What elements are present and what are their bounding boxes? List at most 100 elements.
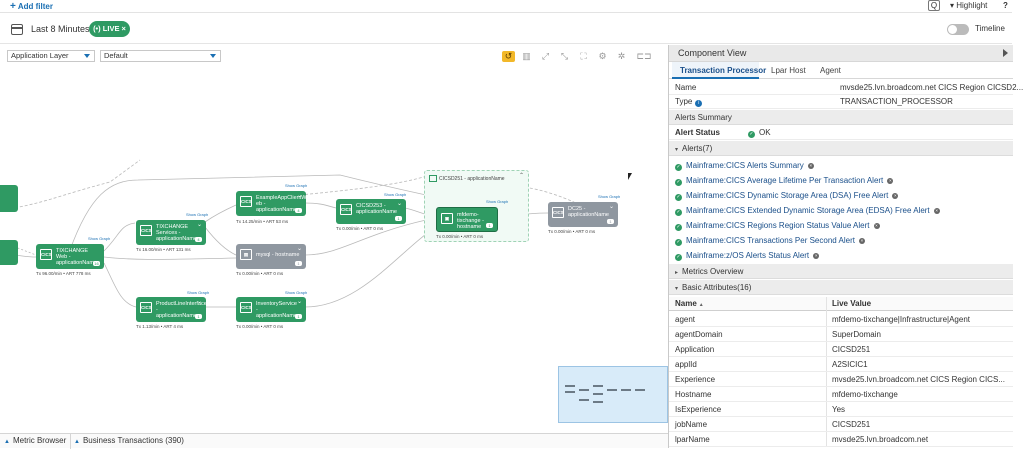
info-icon[interactable]: i bbox=[695, 100, 703, 107]
timeline-toggle[interactable] bbox=[947, 24, 969, 35]
divider bbox=[70, 434, 71, 449]
history-icon[interactable]: ↺ bbox=[502, 51, 515, 62]
node-example-app-client[interactable]: CICS ExampleAppClientWe eb - application… bbox=[236, 191, 309, 216]
add-filter-button[interactable]: +Add filter bbox=[10, 1, 53, 12]
show-graph-link[interactable]: Show Graph bbox=[285, 290, 308, 295]
chevron-down-icon[interactable]: ⌄ bbox=[608, 204, 614, 210]
node-stats: Tx 0.00/min • ART 0 ms bbox=[236, 271, 284, 276]
close-icon[interactable]: × bbox=[813, 253, 820, 259]
highlight-dropdown[interactable]: ▾ Highlight bbox=[950, 1, 988, 10]
layer-select-value: Application Layer bbox=[11, 51, 69, 60]
close-icon[interactable]: × bbox=[887, 178, 894, 184]
show-graph-link[interactable]: Show Graph bbox=[187, 290, 210, 295]
node-tixchange-services[interactable]: CICS TIXCHANGE Services - applicationNam… bbox=[136, 220, 206, 245]
panel-tabs: Transaction Processor Lpar Host Agent bbox=[669, 62, 1013, 79]
partial-node-bottom[interactable] bbox=[0, 240, 18, 265]
fit-icon[interactable]: ⤡ bbox=[560, 51, 569, 61]
chevron-down-icon[interactable]: ⌄ bbox=[196, 222, 202, 228]
mouse-cursor bbox=[628, 173, 632, 180]
perspective-select[interactable]: Default bbox=[100, 50, 221, 62]
chevron-down-icon[interactable]: ⌄ bbox=[296, 193, 302, 199]
alert-item[interactable]: ✓Mainframe:z/OS Alerts Status Alert× bbox=[675, 251, 820, 261]
cics-icon: CICS bbox=[40, 249, 52, 260]
basic-attributes-header[interactable]: ▾Basic Attributes(16) bbox=[669, 280, 1013, 295]
calendar-icon[interactable] bbox=[11, 24, 23, 35]
chart-icon[interactable]: ▥ bbox=[522, 51, 531, 61]
attributes-table-header: Name▲ Live Value bbox=[669, 297, 1013, 311]
map-canvas[interactable]: Application Layer Default ↺ ▥ ⤢ ⤡ ⛶ ⚙ ✲ … bbox=[0, 45, 668, 432]
column-header-name[interactable]: Name▲ bbox=[675, 297, 704, 312]
node-tixchange-web[interactable]: CICS TIXCHANGE Web - applicationName 16 bbox=[36, 244, 104, 269]
node-mysql-hostname[interactable]: ▤ mysql - hostname ⌄ 1 bbox=[236, 244, 306, 269]
close-icon[interactable]: × bbox=[807, 163, 814, 169]
time-range-label[interactable]: Last 8 Minutes bbox=[31, 24, 90, 34]
node-dc25[interactable]: CICS DC25 - applicationName ⌄ 1 bbox=[548, 202, 618, 227]
show-graph-link[interactable]: Show Graph bbox=[88, 236, 111, 241]
expand-icon[interactable]: ⤢ bbox=[541, 51, 550, 61]
alerts-summary-header: Alerts Summary bbox=[669, 110, 1013, 125]
chevron-down-icon[interactable]: ⌄ bbox=[396, 201, 402, 207]
chevron-down-icon[interactable]: ⌄ bbox=[196, 299, 202, 305]
show-graph-link[interactable]: Show Graph bbox=[486, 199, 509, 204]
close-icon[interactable]: × bbox=[873, 223, 880, 229]
help-icon[interactable]: ? bbox=[1003, 1, 1008, 10]
show-graph-link[interactable]: Show Graph bbox=[384, 192, 407, 197]
alerts-section-header[interactable]: ▾Alerts(7) bbox=[669, 141, 1013, 156]
alert-item[interactable]: ✓Mainframe:CICS Transactions Per Second … bbox=[675, 236, 865, 246]
show-graph-link[interactable]: Show Graph bbox=[598, 194, 621, 199]
search-icon[interactable]: Q bbox=[928, 0, 940, 11]
alert-item[interactable]: ✓Mainframe:CICS Regions Region Status Va… bbox=[675, 221, 880, 231]
node-mfdemo-tixchange[interactable]: ▣ mfdemo-tixchange - hostname 1 bbox=[436, 207, 498, 232]
check-icon: ✓ bbox=[675, 179, 682, 186]
metrics-overview-header[interactable]: ▸Metrics Overview bbox=[669, 264, 1013, 279]
tab-agent[interactable]: Agent bbox=[820, 66, 841, 75]
show-graph-link[interactable]: Show Graph bbox=[186, 212, 209, 217]
column-name-label: Name bbox=[675, 299, 697, 308]
close-icon[interactable]: × bbox=[858, 238, 865, 244]
column-header-live-value[interactable]: Live Value bbox=[832, 299, 872, 308]
attribute-value: A2SICIC1 bbox=[832, 360, 868, 369]
business-transactions-tab[interactable]: ▲Business Transactions (390) bbox=[74, 436, 184, 445]
fullscreen-icon[interactable]: ⛶ bbox=[580, 51, 587, 61]
alert-item[interactable]: ✓Mainframe:CICS Dynamic Storage Area (DS… bbox=[675, 191, 899, 201]
close-icon[interactable]: × bbox=[892, 193, 899, 199]
alert-item[interactable]: ✓Mainframe:CICS Extended Dynamic Storage… bbox=[675, 206, 940, 216]
count-badge: 4 bbox=[295, 208, 302, 213]
node-sublabel: applicationName bbox=[56, 260, 97, 266]
layer-select[interactable]: Application Layer bbox=[7, 50, 95, 62]
live-button[interactable]: (•) LIVE × bbox=[89, 21, 130, 37]
node-cicsd253[interactable]: CICS CICSD253 - applicationName ⌄ 1 bbox=[336, 199, 406, 224]
gear-icon[interactable]: ⚙ bbox=[598, 51, 607, 61]
minimap[interactable] bbox=[558, 366, 668, 423]
chevron-down-icon[interactable]: ⌄ bbox=[296, 299, 302, 305]
close-icon[interactable]: × bbox=[933, 208, 940, 214]
alert-item[interactable]: ✓Mainframe:CICS Average Lifetime Per Tra… bbox=[675, 176, 894, 186]
collapse-arrow-icon[interactable] bbox=[1003, 49, 1008, 57]
partial-node-top[interactable] bbox=[0, 185, 18, 212]
chevron-up-icon[interactable]: ⌃ bbox=[518, 173, 524, 179]
tab-lpar-host[interactable]: Lpar Host bbox=[771, 66, 806, 75]
attribute-name: Application bbox=[675, 345, 715, 354]
show-graph-link[interactable]: Show Graph bbox=[285, 183, 308, 188]
settings-icon[interactable]: ✲ bbox=[617, 51, 626, 61]
tab-transaction-processor[interactable]: Transaction Processor bbox=[680, 66, 767, 75]
node-inventory-service[interactable]: CICS InventoryService - applicationName … bbox=[236, 297, 306, 322]
minimap-node bbox=[621, 389, 631, 391]
filter-bar: +Add filter Q ▾ Highlight ? bbox=[0, 0, 1012, 13]
node-product-line-interface[interactable]: CICS ProductLineInterface - applicationN… bbox=[136, 297, 207, 322]
alert-item[interactable]: ✓Mainframe:CICS Alerts Summary× bbox=[675, 161, 814, 171]
metric-browser-tab[interactable]: ▲Metric Browser bbox=[4, 436, 66, 445]
chevron-down-icon[interactable]: ⌄ bbox=[296, 246, 302, 252]
cics-icon: CICS bbox=[240, 196, 252, 207]
layout-icon[interactable]: ⊏⊐ bbox=[636, 51, 652, 61]
